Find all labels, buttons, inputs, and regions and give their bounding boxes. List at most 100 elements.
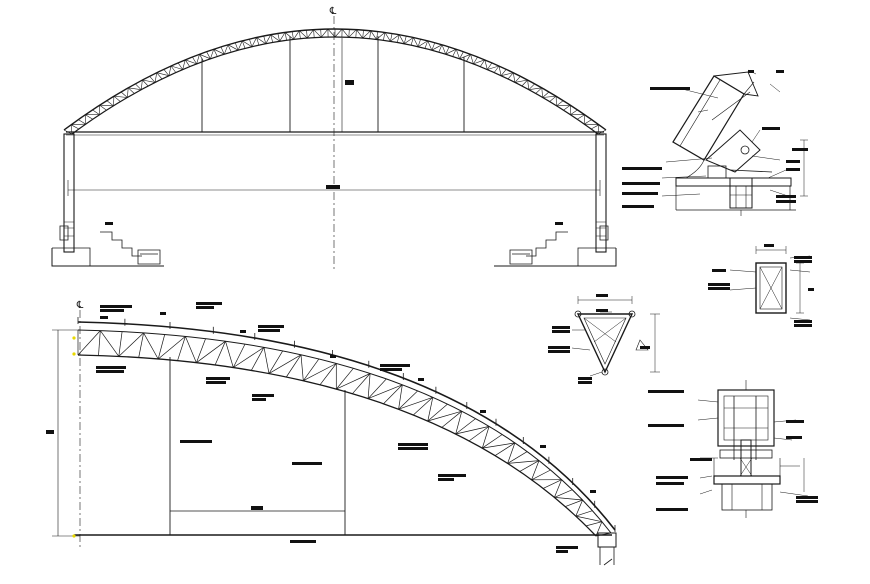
elev-web-diagonal (182, 59, 186, 70)
elev-web-diagonal (154, 72, 157, 83)
elev-web-diagonal (71, 123, 86, 126)
annotation-note (398, 447, 428, 450)
annotation-note (708, 283, 730, 286)
elev-web-diagonal (307, 29, 314, 39)
elev-web-diagonal (404, 37, 414, 44)
elev-web-diagonal (487, 65, 500, 70)
elev-web-vertical (127, 87, 135, 94)
detail-web-diagonal (225, 341, 234, 368)
detail-web-vertical (413, 397, 434, 416)
annotation-note (656, 482, 684, 485)
detail-web-diagonal (303, 363, 337, 382)
arch-truss-web (63, 28, 607, 135)
elev-web-vertical (369, 30, 371, 39)
elev-web-vertical (542, 91, 550, 98)
elev-web-vertical (424, 40, 428, 49)
annotation-note (578, 381, 592, 384)
detail-web-diagonal (196, 340, 226, 363)
elev-web-vertical (142, 79, 149, 87)
detail-web-diagonal (300, 354, 304, 381)
detail-web-vertical (398, 390, 418, 410)
annotation-note (540, 445, 546, 448)
elev-web-diagonal (384, 32, 391, 42)
annotation-note (196, 302, 222, 305)
annotation-note (786, 436, 802, 439)
detail-web-diagonal (118, 332, 144, 357)
anchor-block (729, 177, 753, 209)
elev-web-vertical (362, 30, 364, 39)
right-steps (526, 231, 568, 257)
elev-web-vertical (99, 104, 107, 111)
detail-web-vertical (482, 434, 503, 449)
annotation-note (548, 346, 570, 349)
elev-web-vertical (493, 65, 500, 73)
detail-web-diagonal (336, 373, 371, 390)
elev-web-diagonal (320, 28, 329, 38)
detail-web-diagonal (507, 442, 516, 464)
annotation-note (100, 309, 124, 312)
elev-web-diagonal (128, 87, 142, 90)
detail-web-vertical (319, 363, 337, 386)
annotation-note (764, 244, 774, 247)
elev-web-vertical (577, 114, 585, 120)
detail-leaders (661, 87, 789, 197)
elev-web-diagonal (541, 87, 543, 98)
column-box (717, 389, 775, 447)
annotation-note (196, 306, 214, 309)
elev-web-vertical (106, 100, 114, 107)
elev-web-vertical (156, 72, 163, 80)
detail-web-vertical (250, 347, 265, 371)
detail-web-vertical (268, 350, 283, 374)
detail-web-vertical (118, 331, 123, 357)
annotation-note (556, 550, 568, 553)
annotation-note (252, 394, 274, 397)
detail-web-diagonal (185, 336, 197, 363)
elev-web-diagonal (370, 30, 377, 40)
elev-web-diagonal (527, 79, 530, 90)
detail-web-diagonal (481, 426, 490, 449)
detail-web-diagonal (398, 384, 403, 410)
elev-web-vertical (556, 100, 564, 107)
arch-top-chord (63, 28, 607, 131)
arch-hangers (201, 33, 465, 132)
elev-web-diagonal (251, 37, 257, 47)
elev-web-vertical (227, 44, 232, 53)
detail-web-vertical (303, 358, 320, 381)
elev-web-diagonal (427, 40, 433, 51)
detail-web-diagonal (595, 521, 603, 537)
detail-web-vertical (196, 338, 206, 363)
elev-web-vertical (284, 32, 287, 41)
elev-web-diagonal (113, 95, 128, 98)
elev-web-diagonal (242, 40, 253, 47)
annotation-note (380, 364, 410, 367)
annotation-note (794, 320, 812, 323)
elev-web-vertical (320, 29, 322, 38)
elev-web-vertical (466, 54, 471, 62)
triangle-section-detail (571, 296, 660, 377)
elev-web-vertical (355, 29, 357, 38)
elev-web-diagonal (99, 104, 114, 107)
elev-web-diagonal (170, 65, 183, 70)
annotation-note (100, 316, 108, 319)
centerline-symbol: ℄ (329, 6, 337, 17)
elev-web-vertical (452, 49, 457, 57)
detail-web-diagonal (268, 354, 302, 374)
detail-bottom-chord (77, 354, 597, 537)
annotation-note (290, 540, 316, 543)
annotation-note (708, 287, 730, 290)
elev-web-vertical (590, 124, 600, 130)
detail-web-vertical (455, 418, 476, 435)
elev-web-diagonal (398, 34, 405, 44)
elev-web-vertical (92, 109, 100, 115)
annotation-note (776, 195, 796, 198)
detail-web-diagonal (554, 479, 562, 498)
detail-web-diagonal (77, 330, 101, 356)
elev-web-vertical (242, 40, 246, 49)
elev-web-diagonal (417, 40, 428, 47)
elev-web-vertical (220, 46, 225, 55)
elev-web-vertical (277, 33, 280, 42)
elev-web-diagonal (470, 54, 474, 64)
detail-web-vertical (286, 354, 302, 378)
elev-web-diagonal (142, 79, 156, 83)
detail-web-diagonal (507, 460, 540, 464)
